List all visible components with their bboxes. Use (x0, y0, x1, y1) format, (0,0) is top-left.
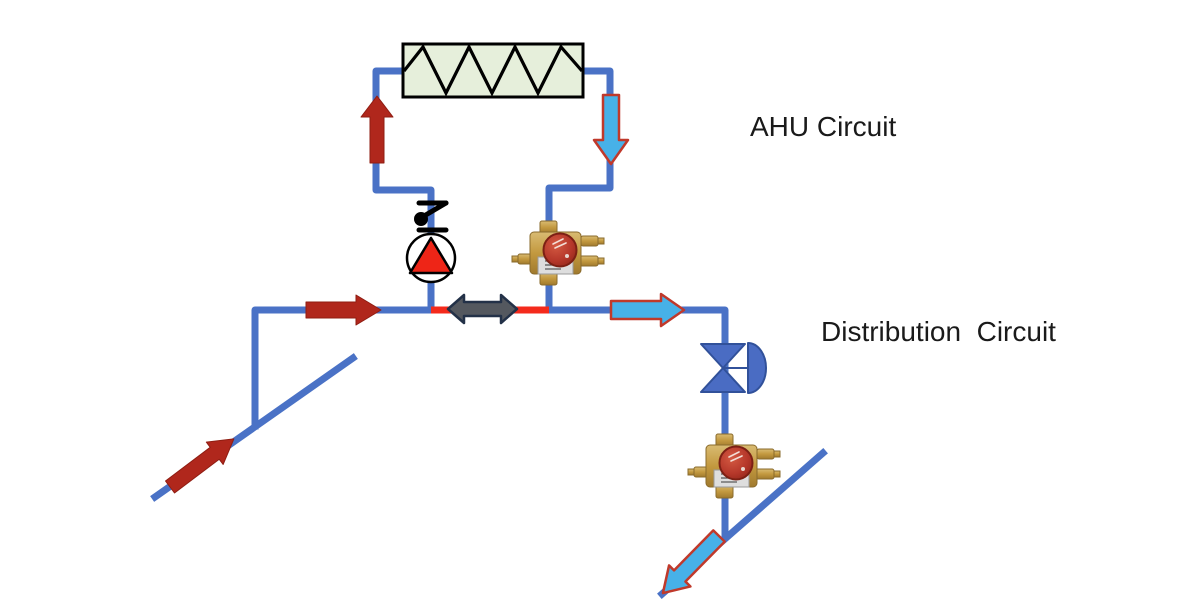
red-up-arrow-icon (360, 95, 394, 164)
blue-diagonal-arrow-icon (661, 529, 726, 595)
coil-icon (401, 42, 585, 99)
blue-down-arrow-icon (592, 93, 630, 166)
balancing-valve-icon-distribution (687, 433, 781, 499)
valve-actuator-disc (747, 342, 767, 394)
label-distribution-circuit: Distribution Circuit (821, 316, 1056, 347)
two-way-valve-icon (700, 342, 767, 394)
red-right-arrow-icon (305, 294, 382, 326)
pipe-distribution-main (251, 306, 729, 540)
pump-impeller (408, 236, 454, 275)
gray-double-arrow-icon (446, 293, 519, 325)
red-diagonal-arrow-icon (164, 438, 235, 494)
coil-zigzag (402, 43, 584, 97)
balancing-valve-icon-ahu (511, 220, 605, 286)
pump-icon (405, 232, 457, 284)
switch-icon (414, 200, 449, 233)
label-ahu-circuit: AHU Circuit (750, 111, 897, 142)
blue-right-arrow-icon (609, 292, 686, 328)
